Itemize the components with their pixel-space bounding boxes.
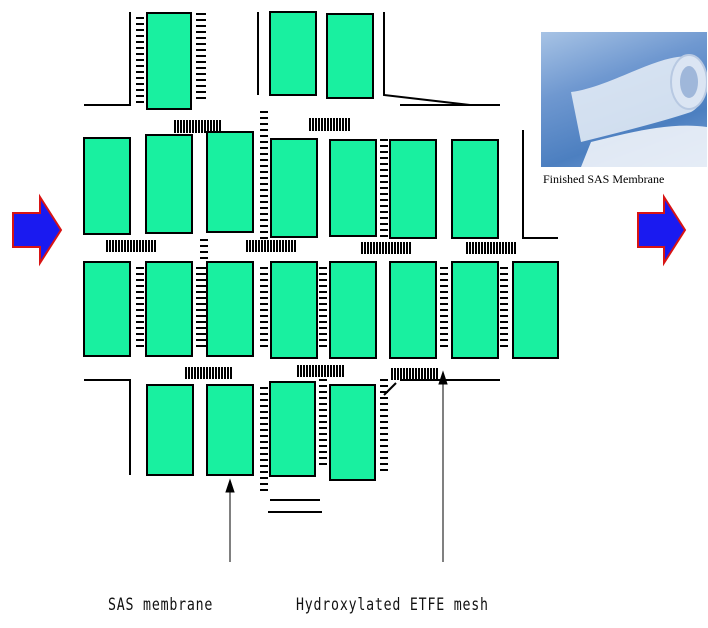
membrane-block — [84, 262, 130, 356]
membrane-roll-photo — [541, 32, 707, 167]
membrane-block — [146, 262, 192, 356]
membrane-block — [271, 262, 317, 358]
membrane-block — [207, 262, 253, 356]
sas-membrane-label: SAS membrane — [108, 595, 213, 615]
etfe-pointer-arrow — [439, 372, 447, 562]
membrane-block — [390, 262, 436, 358]
sas-pointer-arrow — [226, 480, 234, 562]
membrane-block — [147, 385, 193, 475]
right-arrow-icon — [638, 197, 685, 263]
membrane-block — [270, 382, 315, 476]
membrane-block — [207, 132, 253, 232]
membrane-block — [84, 138, 130, 234]
membrane-block — [330, 140, 376, 236]
membrane-block — [390, 140, 436, 238]
membrane-block — [207, 385, 253, 475]
right-arrow-icon — [13, 197, 61, 263]
mesh-line — [384, 383, 396, 395]
membrane-block — [146, 135, 192, 233]
photo-caption: Finished SAS Membrane — [543, 172, 708, 187]
membrane-block — [330, 262, 376, 358]
membrane-block — [327, 14, 373, 98]
membrane-block — [452, 140, 498, 238]
membrane-block — [270, 12, 316, 95]
mesh-line — [84, 12, 130, 105]
membrane-block — [330, 385, 375, 480]
mesh-line — [384, 12, 470, 105]
membrane-block — [452, 262, 498, 358]
membrane-block — [513, 262, 558, 358]
etfe-mesh-label: Hydroxylated ETFE mesh — [296, 595, 489, 615]
mesh-line — [84, 380, 130, 475]
membrane-block — [147, 13, 191, 109]
membrane-block — [271, 139, 317, 237]
